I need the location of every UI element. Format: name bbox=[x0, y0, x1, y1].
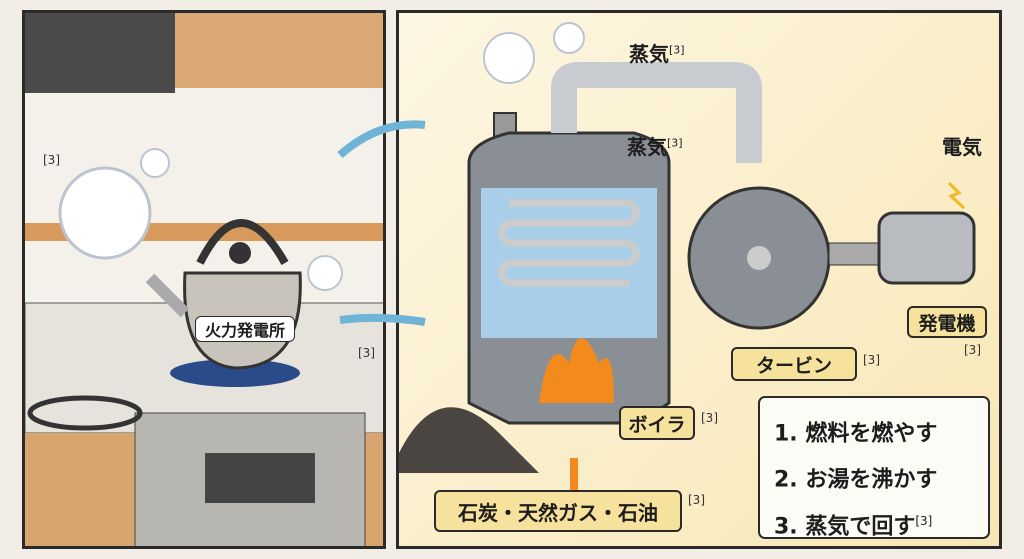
smoke-cloud bbox=[483, 32, 535, 84]
generator-label: 発電機 bbox=[907, 306, 987, 338]
steam-pipe bbox=[551, 62, 762, 163]
range-hood bbox=[25, 13, 175, 93]
boiler-ref: [3] bbox=[701, 411, 718, 425]
ref-steam: [3] bbox=[43, 153, 60, 167]
turbine-hub bbox=[747, 246, 771, 270]
fuel-label: 石炭・天然ガス・石油 bbox=[434, 490, 682, 532]
step-3: 3. 蒸気で回す[3] bbox=[774, 513, 933, 539]
turbine-label: タービン bbox=[731, 347, 857, 381]
steam-top-label: 蒸気[3] bbox=[629, 42, 685, 66]
step-1: 1. 燃料を燃やす bbox=[774, 421, 938, 447]
fire bbox=[539, 338, 614, 403]
generator-ref: [3] bbox=[964, 343, 981, 357]
kitchen-illustration bbox=[25, 13, 383, 546]
turbine-ref: [3] bbox=[863, 353, 880, 367]
power-plant-panel: 蒸気[3] 蒸気[3] 電気 発電機 [3] タービン [3] ボイラ [3] … bbox=[396, 10, 1002, 549]
electricity-label: 電気 bbox=[942, 135, 982, 159]
kettle-handle bbox=[196, 219, 289, 265]
step-2: 2. お湯を沸かす bbox=[774, 467, 938, 493]
blue-flame-burner bbox=[170, 359, 300, 387]
generator bbox=[877, 211, 976, 285]
boiler-label: ボイラ bbox=[619, 406, 695, 440]
kettle-label: 火力発電所 bbox=[195, 316, 295, 342]
steps-box: 1. 燃料を燃やす 2. お湯を沸かす 3. 蒸気で回す[3] bbox=[758, 396, 990, 539]
kettle-spout bbox=[145, 273, 190, 318]
kettle-knob bbox=[229, 242, 251, 264]
shaft bbox=[828, 242, 880, 266]
oven-window bbox=[205, 453, 315, 503]
coal-pile bbox=[399, 407, 539, 473]
burner-grate bbox=[27, 395, 143, 431]
power-plant-illustration bbox=[399, 22, 976, 493]
lightning-icon bbox=[947, 181, 966, 210]
steam-inner-label: 蒸気[3] bbox=[627, 135, 683, 159]
steam-cloud bbox=[58, 166, 152, 260]
kettle-panel: 火力発電所 [3] [3] bbox=[22, 10, 386, 549]
fuel-ref: [3] bbox=[688, 493, 705, 507]
ref-stove: [3] bbox=[358, 346, 375, 360]
boiler-pipe-coil bbox=[498, 199, 640, 287]
